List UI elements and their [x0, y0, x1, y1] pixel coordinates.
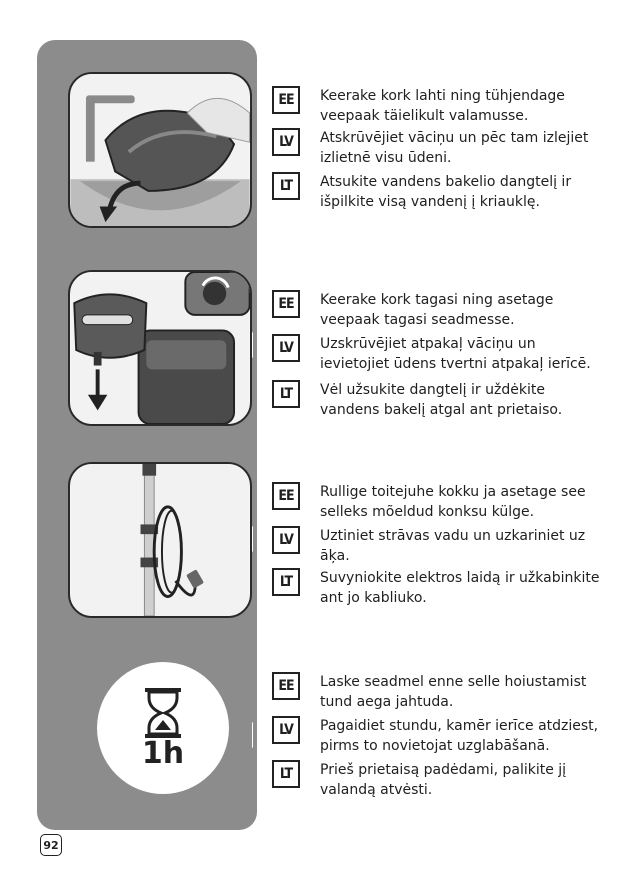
hourglass-icon [145, 687, 181, 738]
lang-badge-lv: LV [272, 128, 300, 156]
step-4-lt: LT Prieš prietaisą padėdami, palikite jį… [272, 760, 608, 800]
instruction-text: Rullige toitejuhe kokku ja asetage see s… [320, 484, 586, 520]
illustration-reinsert-tank [68, 270, 252, 426]
lang-badge-lv: LV [272, 716, 300, 744]
instruction-text: Vėl užsukite dangtelį ir uždėkite vanden… [320, 382, 563, 418]
lang-badge-lv: LV [272, 526, 300, 554]
hourglass-badge: 1h [97, 662, 229, 794]
illustration-cord-hook [68, 462, 252, 618]
step-1-ee: EE Keerake kork lahti ning tühjendage ve… [272, 86, 608, 126]
page-number: 92 [40, 834, 62, 856]
lang-badge-lv: LV [272, 334, 300, 362]
instruction-text: Atskrūvējiet vāciņu un pēc tam izlejiet … [320, 130, 589, 166]
step-3-lv: LV Uztiniet strāvas vadu un uzkariniet u… [272, 526, 608, 566]
lang-badge-ee: EE [272, 482, 300, 510]
instruction-text: Uzskrūvējiet atpakaļ vāciņu un ievietoji… [320, 336, 591, 372]
instruction-text: Suvyniokite elektros laidą ir užkabinkit… [320, 570, 600, 606]
instruction-text: Pagaidiet stundu, kamēr ierīce atdziest,… [320, 718, 599, 754]
instruction-text: Prieš prietaisą padėdami, palikite jį va… [320, 762, 567, 798]
instruction-text: Keerake kork tagasi ning asetage veepaak… [320, 292, 554, 328]
step-1-lv: LV Atskrūvējiet vāciņu un pēc tam izleji… [272, 128, 608, 168]
lang-badge-ee: EE [272, 672, 300, 700]
lang-badge-lt: LT [272, 760, 300, 788]
step-3-ee: EE Rullige toitejuhe kokku ja asetage se… [272, 482, 608, 522]
tank-reinsert-drawing [70, 272, 250, 424]
step-1-lt: LT Atsukite vandens bakelio dangtelį ir … [272, 172, 608, 212]
illustration-empty-tank [68, 72, 252, 228]
step-4-ee: EE Laske seadmel enne selle hoiustamist … [272, 672, 608, 712]
step-2-ee: EE Keerake kork tagasi ning asetage veep… [272, 290, 608, 330]
instruction-text: Atsukite vandens bakelio dangtelį ir išp… [320, 174, 572, 210]
lang-badge-ee: EE [272, 290, 300, 318]
lang-badge-ee: EE [272, 86, 300, 114]
step-3-lt: LT Suvyniokite elektros laidą ir užkabin… [272, 568, 608, 608]
instruction-text: Uztiniet strāvas vadu un uzkariniet uz ā… [320, 528, 586, 564]
sink-tank-drawing [70, 74, 250, 226]
step-2-lt: LT Vėl užsukite dangtelį ir uždėkite van… [272, 380, 608, 420]
instruction-text: Keerake kork lahti ning tühjendage veepa… [320, 88, 565, 124]
step-4-lv: LV Pagaidiet stundu, kamēr ierīce atdzie… [272, 716, 608, 756]
lang-badge-lt: LT [272, 568, 300, 596]
cord-hook-drawing [70, 464, 250, 616]
duration-label: 1h [141, 735, 185, 771]
lang-badge-lt: LT [272, 380, 300, 408]
step-2-lv: LV Uzskrūvējiet atpakaļ vāciņu un ieviet… [272, 334, 608, 374]
lang-badge-lt: LT [272, 172, 300, 200]
instruction-text: Laske seadmel enne selle hoiustamist tun… [320, 674, 587, 710]
